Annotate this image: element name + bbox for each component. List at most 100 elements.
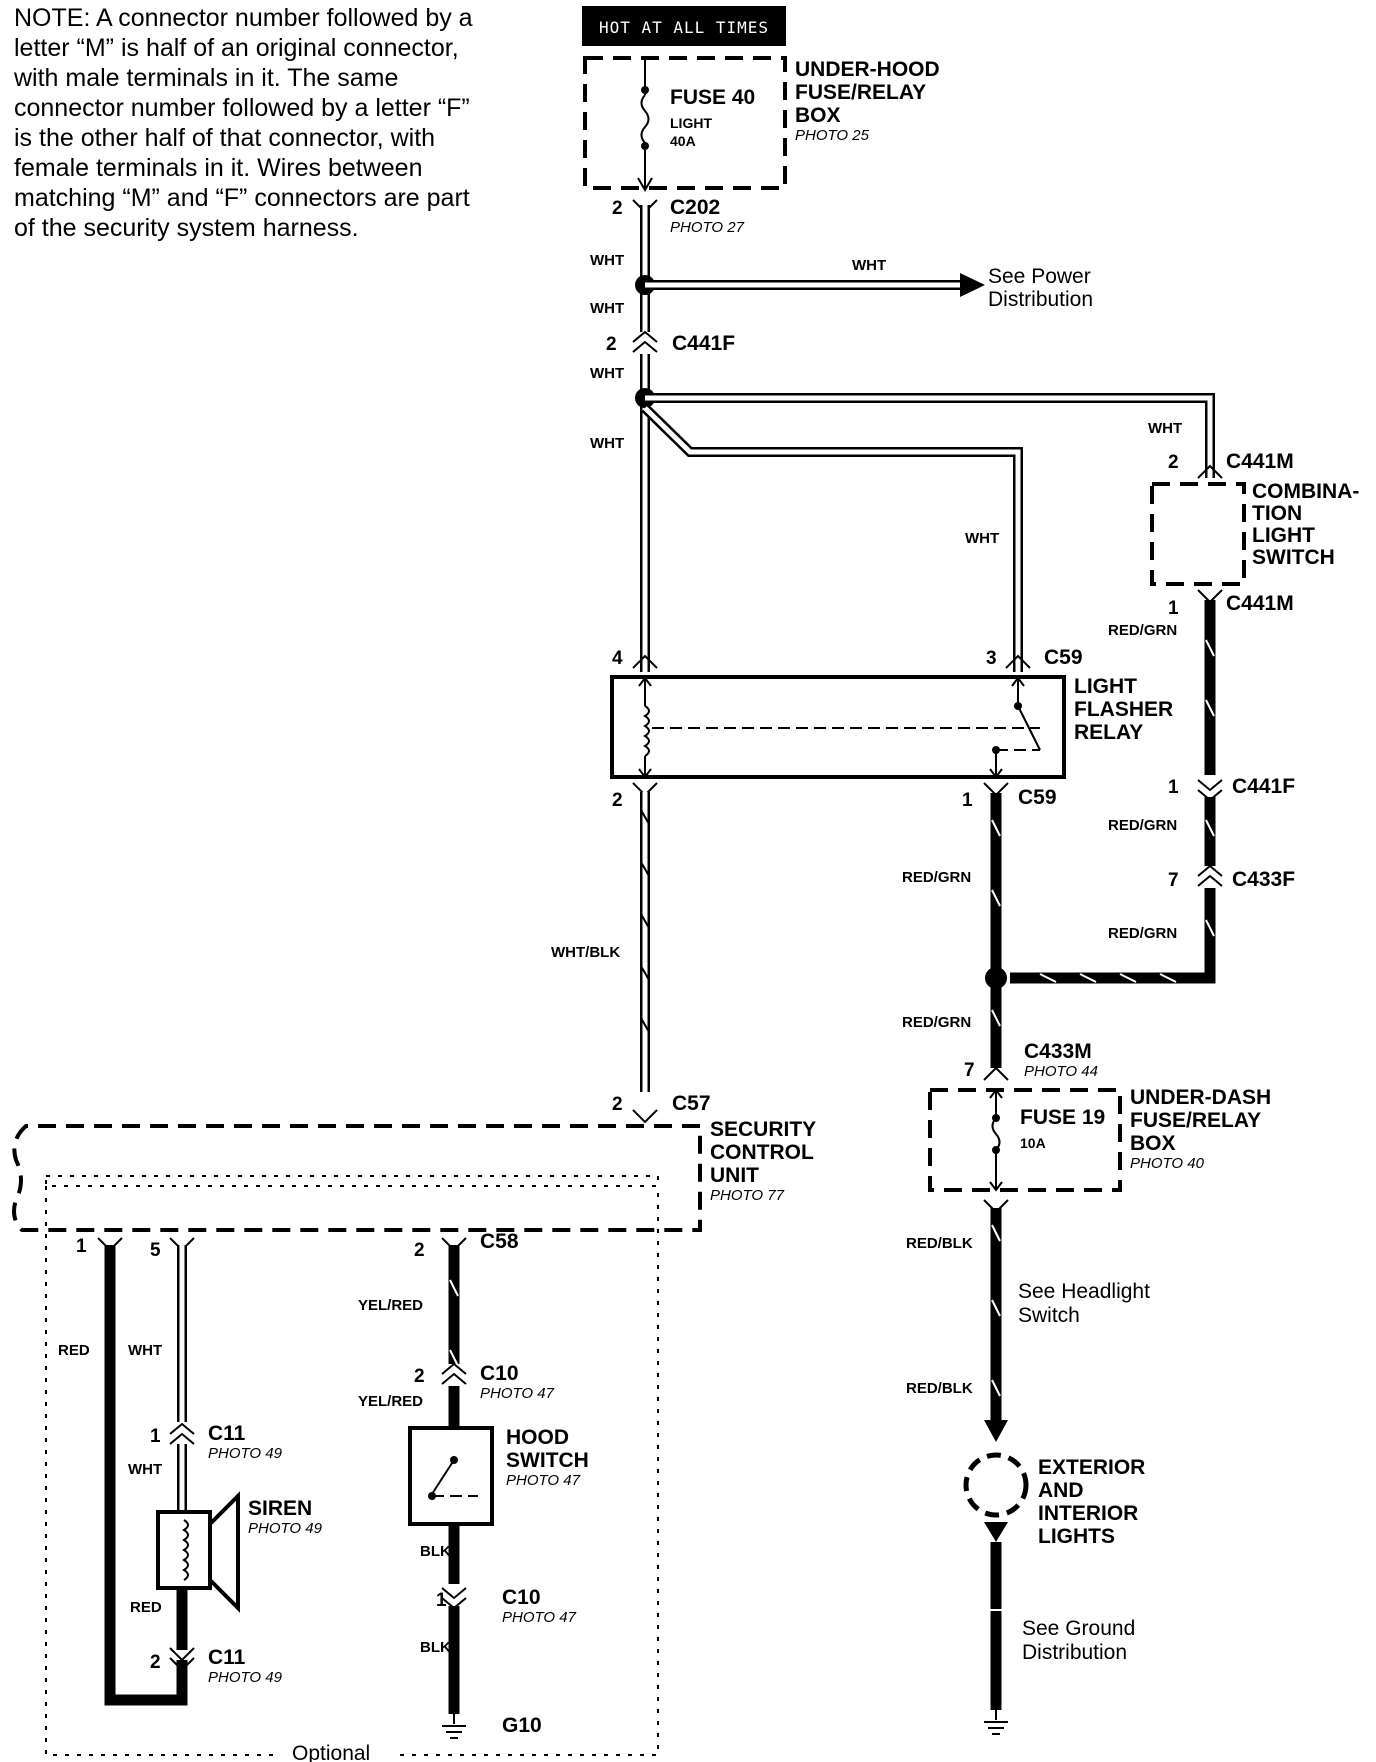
power-dist-line-1: See Power — [988, 265, 1091, 288]
c59-bottom-pin-left: 2 — [612, 790, 623, 811]
power-dist-line-2: Distribution — [988, 288, 1093, 311]
c441m-bottom-pin: 1 — [1168, 598, 1179, 619]
security-photo: PHOTO 77 — [710, 1187, 785, 1204]
fuse-40-name: FUSE 40 — [670, 86, 755, 109]
note-line-8: of the security system harness. — [14, 214, 359, 242]
wht-label-2: WHT — [590, 300, 624, 317]
redgrn-label-3: RED/GRN — [1108, 817, 1177, 834]
redgrn-label-4: RED/GRN — [1108, 925, 1177, 942]
note-line-4: connector number followed by a letter “F… — [14, 94, 470, 122]
c10-top-name: C10 — [480, 1362, 519, 1385]
hot-at-all-times-label: HOT AT ALL TIMES — [582, 6, 786, 46]
c11-top-name: C11 — [208, 1422, 246, 1445]
connector-c202: 2 C202 PHOTO 27 — [612, 196, 745, 236]
c433f-name: C433F — [1232, 868, 1295, 891]
c59-bottom-name: C59 — [1018, 786, 1057, 809]
redblk-wire: RED/BLK RED/BLK See Headlight Switch — [906, 1199, 1150, 1442]
blk-label-2: BLK — [420, 1639, 451, 1656]
c58-pin-1: 1 — [76, 1236, 87, 1257]
c441f-right-pin: 1 — [1168, 777, 1179, 798]
redgrn-label-5: RED/GRN — [902, 1014, 971, 1031]
connector-c10-bottom: 1 C10 PHOTO 47 — [436, 1584, 577, 1626]
wht-comb-label: WHT — [1148, 420, 1182, 437]
wht-relay-label: WHT — [965, 530, 999, 547]
red-siren-wire: RED RED — [58, 1245, 188, 1706]
redblk-label-1: RED/BLK — [906, 1235, 973, 1252]
c11-top-pin: 1 — [150, 1426, 161, 1447]
siren-photo: PHOTO 49 — [248, 1520, 323, 1537]
c11-top-photo: PHOTO 49 — [208, 1445, 283, 1462]
light-flasher-relay: 4 3 C59 LIGHT FLASHER RELAY 2 1 C59 — [610, 646, 1173, 811]
wht-main-wire: WHT WHT WHT WHT — [590, 205, 655, 672]
connector-c58: 1 5 2 C58 — [76, 1230, 519, 1261]
note-line-1: NOTE: A connector number followed by a — [14, 4, 473, 32]
c433m-name: C433M — [1024, 1040, 1092, 1063]
redblk-label-2: RED/BLK — [906, 1380, 973, 1397]
relay-title-3: RELAY — [1074, 721, 1143, 744]
underhood-title-1: UNDER-HOOD — [795, 58, 940, 81]
wht-comb-switch-wire: WHT — [645, 393, 1215, 478]
relay-title-2: FLASHER — [1074, 698, 1173, 721]
hood-switch: HOOD SWITCH PHOTO 47 — [408, 1426, 589, 1526]
comb-title-3: LIGHT — [1252, 524, 1315, 547]
c59-top-pin-left: 4 — [612, 648, 623, 669]
blk-label-1: BLK — [420, 1543, 451, 1560]
c433f-pin: 7 — [1168, 870, 1179, 891]
wht-label-3: WHT — [590, 365, 624, 382]
redgrn-label-2: RED/GRN — [902, 869, 971, 886]
c58-pin-5: 5 — [150, 1240, 161, 1261]
connector-c433f: 7 C433F — [1168, 864, 1295, 891]
connector-c10-top: 2 C10 PHOTO 47 YEL/RED — [358, 1362, 555, 1410]
lights-title-1: EXTERIOR — [1038, 1456, 1145, 1479]
red-label-2: RED — [130, 1599, 162, 1616]
c59-top-pin-right: 3 — [986, 648, 997, 669]
c58-pin-2: 2 — [414, 1240, 425, 1261]
underhood-fuse-box: FUSE 40 LIGHT 40A UNDER-HOOD FUSE/RELAY … — [583, 56, 940, 192]
fuse-40-rating: 40A — [670, 133, 696, 149]
power-dist-wire-label: WHT — [852, 257, 886, 274]
c11-bottom-photo: PHOTO 49 — [208, 1669, 283, 1686]
headlight-line-2: Switch — [1018, 1304, 1080, 1327]
wht-relay-wire: WHT — [641, 404, 1023, 672]
connector-c11-bottom: 2 C11 PHOTO 49 — [150, 1646, 283, 1686]
exterior-interior-lights: EXTERIOR AND INTERIOR LIGHTS See Ground … — [963, 1452, 1145, 1735]
c433m-pin: 7 — [964, 1060, 975, 1081]
c59-top-name: C59 — [1044, 646, 1083, 669]
lights-title-4: LIGHTS — [1038, 1525, 1115, 1548]
ground-dist-line-1: See Ground — [1022, 1617, 1135, 1640]
blk-ground-wire: BLK BLK G10 — [420, 1524, 542, 1739]
wht-label-4: WHT — [590, 435, 624, 452]
underhood-title-2: FUSE/RELAY — [795, 81, 926, 104]
power-distribution-branch: WHT See Power Distribution — [645, 257, 1093, 311]
c11-bottom-pin: 2 — [150, 1652, 161, 1673]
redgrn-label-1: RED/GRN — [1108, 622, 1177, 639]
c441f-top-pin: 2 — [606, 334, 617, 355]
red-label-1: RED — [58, 1342, 90, 1359]
fuse-40-desc: LIGHT — [670, 115, 712, 131]
yelred-wire: YEL/RED — [358, 1245, 460, 1430]
note-line-3: with male terminals in it. The same — [13, 64, 398, 92]
fuse-19-name: FUSE 19 — [1020, 1106, 1105, 1129]
security-control-unit: 2 C57 SECURITY CONTROL UNIT PHOTO 77 — [12, 1092, 816, 1232]
c202-pin: 2 — [612, 198, 623, 219]
c441f-top-name: C441F — [672, 332, 735, 355]
hood-title-1: HOOD — [506, 1426, 569, 1449]
underdash-title-1: UNDER-DASH — [1130, 1086, 1271, 1109]
comb-title-2: TION — [1252, 502, 1302, 525]
comb-title-4: SWITCH — [1252, 546, 1335, 569]
siren-title: SIREN — [248, 1497, 312, 1520]
c10-bottom-photo: PHOTO 47 — [502, 1609, 577, 1626]
security-title-3: UNIT — [710, 1164, 759, 1187]
c441m-top-name: C441M — [1226, 450, 1294, 473]
c202-photo: PHOTO 27 — [670, 219, 745, 236]
c10-bottom-name: C10 — [502, 1586, 541, 1609]
c10-top-pin: 2 — [414, 1366, 425, 1387]
relay-title-1: LIGHT — [1074, 675, 1137, 698]
whtblk-wire: WHT/BLK — [551, 792, 650, 1092]
optional-enclosure: Optional — [45, 1186, 659, 1762]
whtblk-label: WHT/BLK — [551, 944, 620, 961]
headlight-line-1: See Headlight — [1018, 1280, 1150, 1303]
fuse-19-rating: 10A — [1020, 1135, 1046, 1151]
note-line-5: is the other half of that connector, wit… — [14, 124, 435, 152]
